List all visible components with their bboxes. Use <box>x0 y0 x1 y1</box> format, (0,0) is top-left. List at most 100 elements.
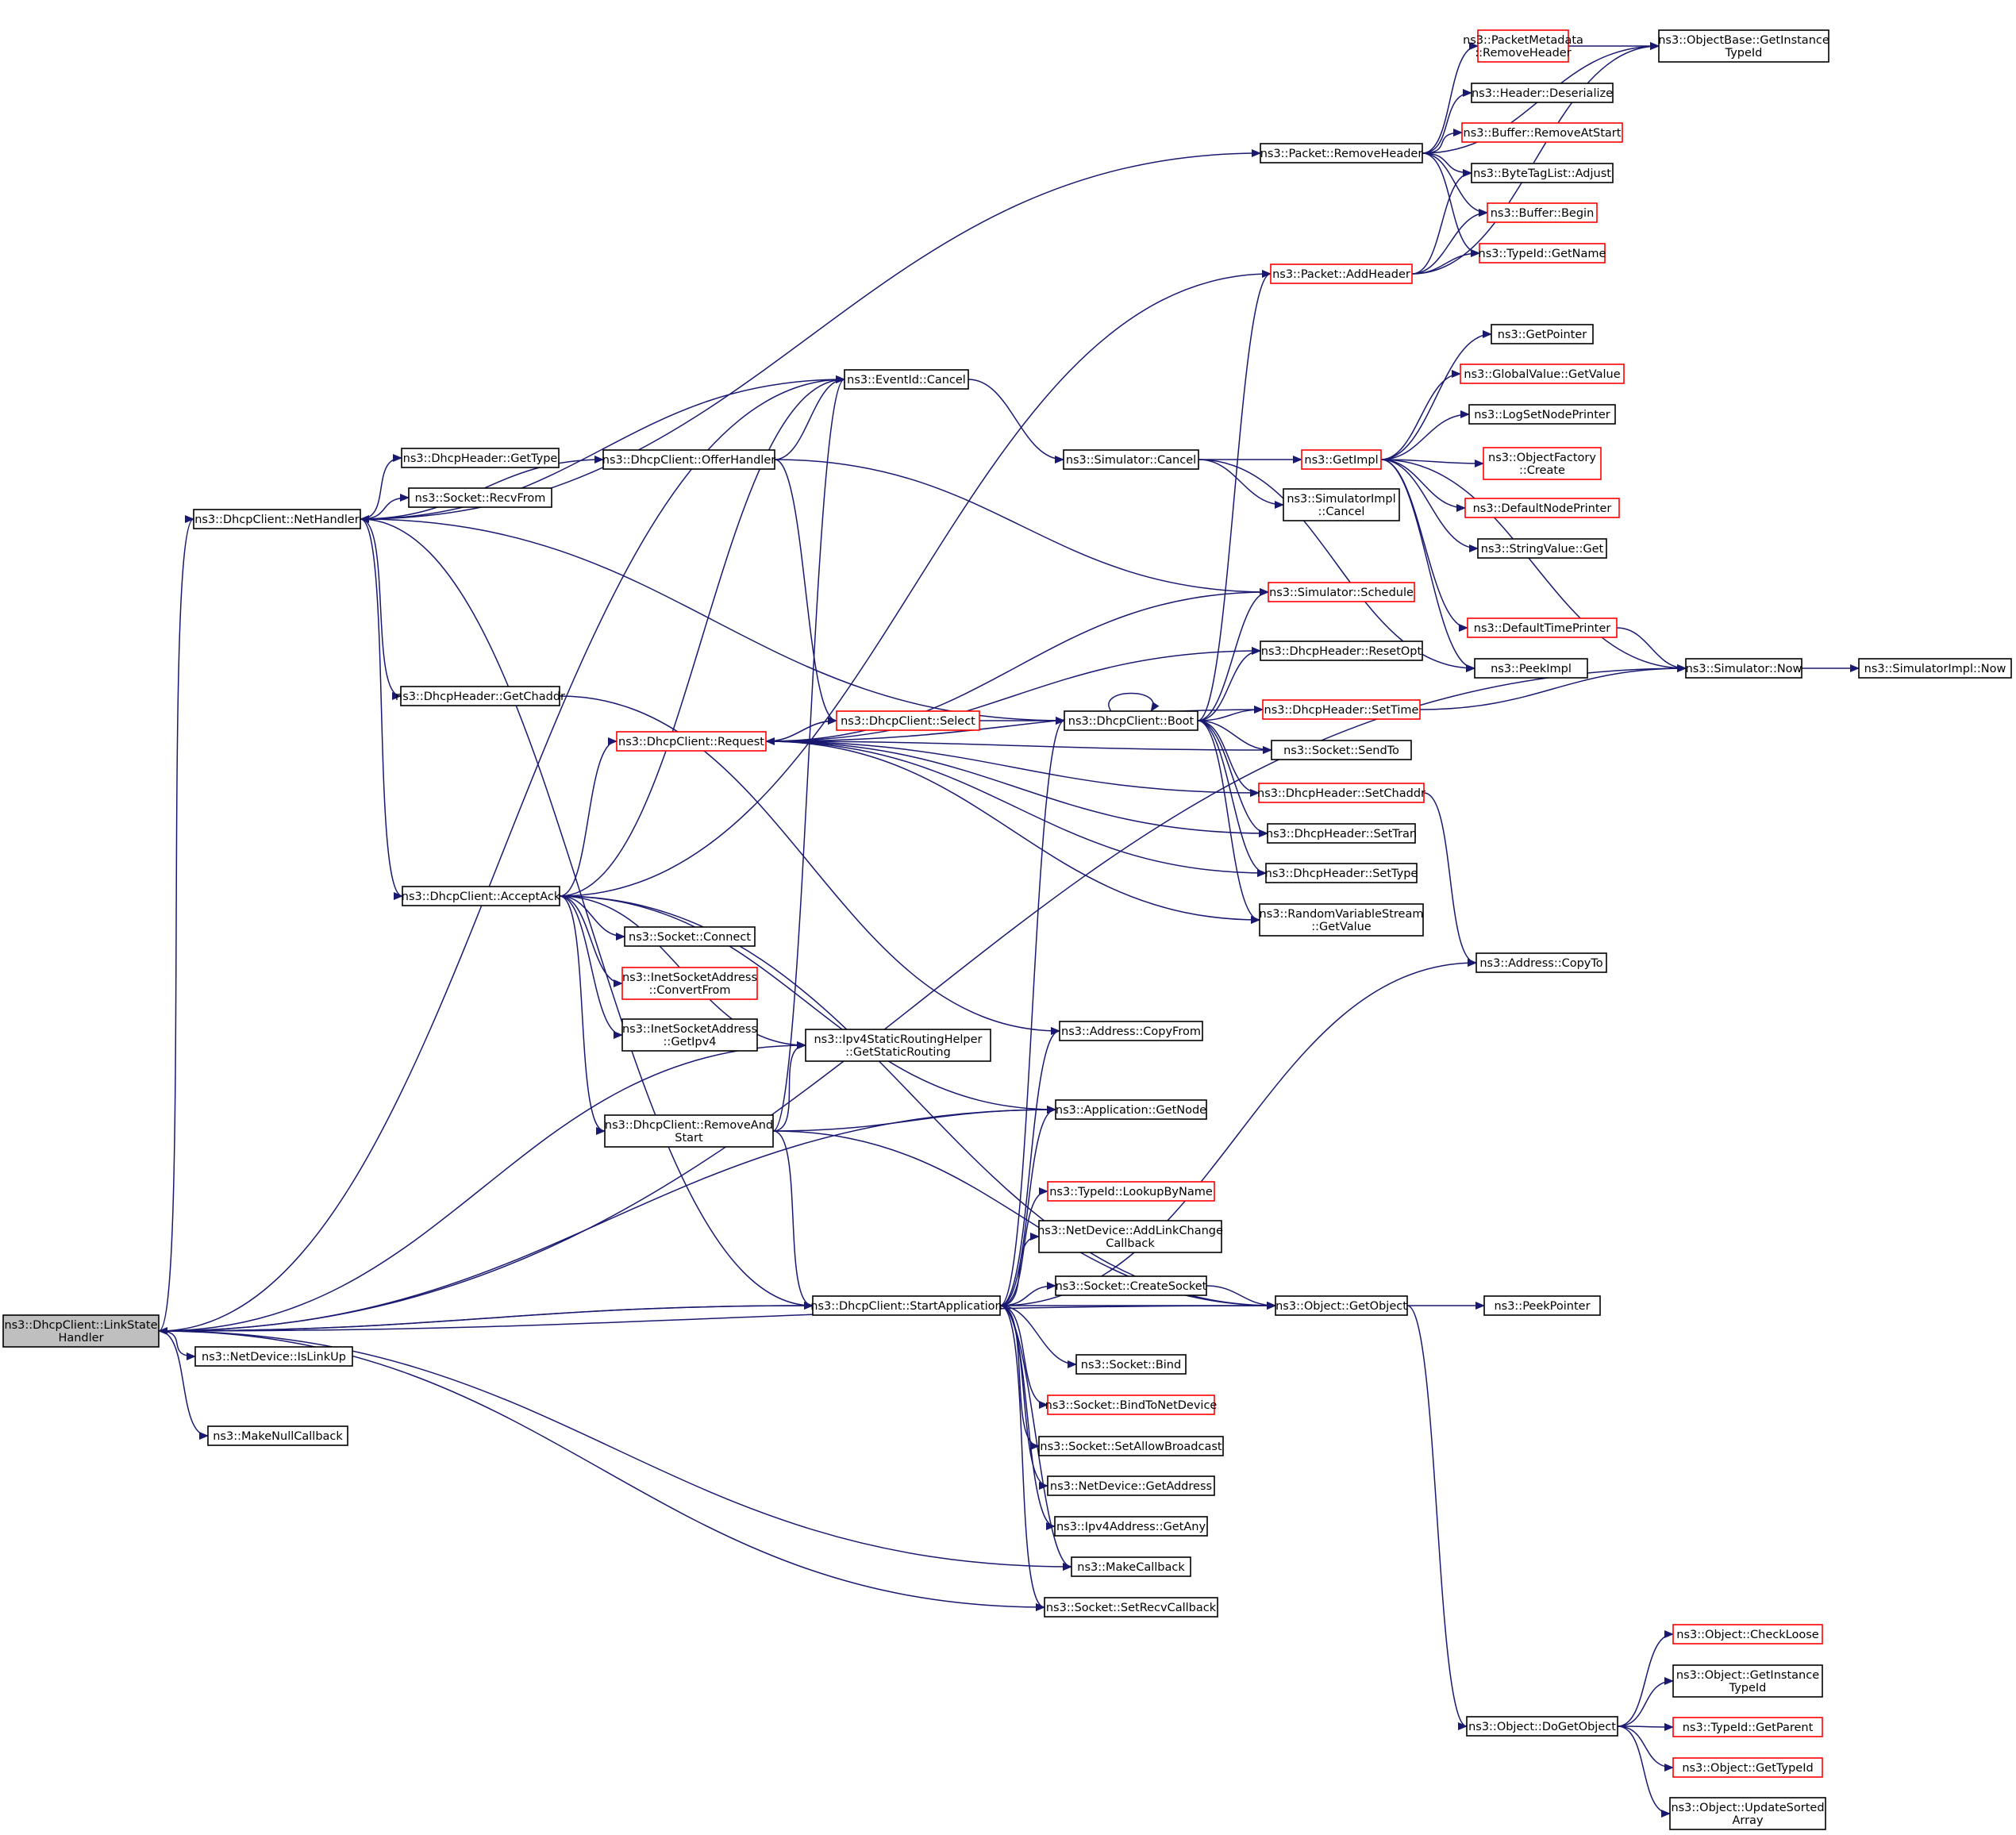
node-socket_bindtonet[interactable]: ns3::Socket::BindToNetDevice <box>1045 1395 1218 1415</box>
node-peekimpl[interactable]: ns3::PeekImpl <box>1474 658 1588 679</box>
node-startapp[interactable]: ns3::DhcpClient::StartApplication <box>810 1295 1002 1316</box>
node-dhcphdr_settype[interactable]: ns3::DhcpHeader::SetType <box>1265 863 1418 883</box>
node-objfactory_create[interactable]: ns3::ObjectFactory::Create <box>1483 447 1602 480</box>
node-pktmeta_removeheader[interactable]: ns3::PacketMetadata::RemoveHeader <box>1463 29 1583 63</box>
node-box <box>1038 1220 1222 1253</box>
node-getpointer[interactable]: ns3::GetPointer <box>1491 324 1594 344</box>
node-simimpl_now[interactable]: ns3::SimulatorImpl::Now <box>1858 658 2012 679</box>
node-sim_schedule[interactable]: ns3::Simulator::Schedule <box>1268 582 1415 602</box>
node-label: Callback <box>1106 1237 1155 1250</box>
node-socket_setrecvcb[interactable]: ns3::Socket::SetRecvCallback <box>1044 1597 1218 1618</box>
node-sim_now[interactable]: ns3::Simulator::Now <box>1685 658 1802 679</box>
node-socket_recvfrom[interactable]: ns3::Socket::RecvFrom <box>408 487 552 508</box>
node-box <box>1301 449 1382 470</box>
node-app_getnode[interactable]: ns3::Application::GetNode <box>1055 1099 1207 1120</box>
edge-boot-to-dhcphdr_resetopt <box>1197 647 1261 721</box>
node-typeid_getname[interactable]: ns3::TypeId::GetName <box>1479 243 1606 264</box>
node-dhcphdr_gettype[interactable]: ns3::DhcpHeader::GetType <box>401 448 560 468</box>
node-object_checkloose[interactable]: ns3::Object::CheckLoose <box>1672 1624 1823 1645</box>
node-label: ns3::DhcpClient::AcceptAck <box>402 891 561 903</box>
node-label: Start <box>675 1132 703 1144</box>
node-buffer_begin[interactable]: ns3::Buffer::Begin <box>1487 202 1598 223</box>
node-bytetaglist_adjust[interactable]: ns3::ByteTagList::Adjust <box>1471 163 1614 183</box>
node-socket_allowbc[interactable]: ns3::Socket::SetAllowBroadcast <box>1038 1436 1224 1456</box>
node-getimpl[interactable]: ns3::GetImpl <box>1301 449 1382 470</box>
node-ipv4addr_getany[interactable]: ns3::Ipv4Address::GetAny <box>1054 1516 1208 1537</box>
node-netdev_getaddr[interactable]: ns3::NetDevice::GetAddress <box>1047 1475 1215 1496</box>
node-object_gettypeid[interactable]: ns3::Object::GetTypeId <box>1672 1757 1823 1778</box>
node-eventid_cancel[interactable]: ns3::EventId::Cancel <box>844 369 969 390</box>
node-box <box>836 710 980 731</box>
node-label: ns3::MakeCallback <box>1077 1561 1185 1574</box>
node-netdev_islinkup[interactable]: ns3::NetDevice::IsLinkUp <box>194 1346 353 1367</box>
node-label: ns3::GlobalValue::GetValue <box>1464 368 1620 381</box>
node-buffer_removeatstart[interactable]: ns3::Buffer::RemoveAtStart <box>1461 122 1623 143</box>
node-header_deserialize[interactable]: ns3::Header::Deserialize <box>1471 83 1614 103</box>
node-sim_cancel[interactable]: ns3::Simulator::Cancel <box>1063 449 1199 470</box>
node-logsetnodeprinter[interactable]: ns3::LogSetNodePrinter <box>1468 404 1616 425</box>
node-defaulttimeprinter[interactable]: ns3::DefaultTimePrinter <box>1467 617 1618 638</box>
node-packet_addheader[interactable]: ns3::Packet::AddHeader <box>1270 264 1413 284</box>
node-dhcphdr_setchaddr[interactable]: ns3::DhcpHeader::SetChaddr <box>1257 783 1425 803</box>
node-box <box>621 1018 758 1052</box>
node-stringvalue_get[interactable]: ns3::StringValue::Get <box>1477 538 1607 559</box>
node-select[interactable]: ns3::DhcpClient::Select <box>836 710 980 731</box>
node-box <box>1468 404 1616 425</box>
node-inet_getipv4[interactable]: ns3::InetSocketAddress::GetIpv4 <box>621 1018 758 1052</box>
node-label: ns3::DhcpClient::Select <box>841 715 975 728</box>
node-label: ns3::Buffer::RemoveAtStart <box>1464 127 1622 140</box>
node-socket_bind[interactable]: ns3::Socket::Bind <box>1075 1354 1187 1375</box>
node-dhcphdr_settime[interactable]: ns3::DhcpHeader::SetTime <box>1262 699 1421 720</box>
node-socket_connect[interactable]: ns3::Socket::Connect <box>624 926 756 947</box>
edge-packet_removeheader-to-typeid_getname <box>1422 152 1480 257</box>
edge-boot-to-sim_schedule <box>1197 588 1269 721</box>
node-offerhandler[interactable]: ns3::DhcpClient::OfferHandler <box>602 449 775 470</box>
node-box <box>1271 740 1412 760</box>
node-addr_copyfrom[interactable]: ns3::Address::CopyFrom <box>1059 1021 1203 1041</box>
edge-startapp-to-socket_bindtonet <box>999 1305 1048 1409</box>
node-inet_convertfrom[interactable]: ns3::InetSocketAddress::ConvertFrom <box>621 967 758 1000</box>
edge-getimpl-to-peekimpl <box>1380 459 1475 672</box>
edge-linkstate-to-makecallback <box>158 1330 1072 1571</box>
edge-removeandstart-to-eventid_cancel <box>772 375 845 1132</box>
node-dhcphdr_settran[interactable]: ns3::DhcpHeader::SetTran <box>1266 823 1417 844</box>
node-ipv4static_get[interactable]: ns3::Ipv4StaticRoutingHelper::GetStaticR… <box>805 1029 991 1062</box>
node-typeid_getparent[interactable]: ns3::TypeId::GetParent <box>1672 1717 1823 1737</box>
edge-nethandler-to-dhcphdr_gettype <box>360 454 402 520</box>
node-makecallback[interactable]: ns3::MakeCallback <box>1071 1556 1191 1577</box>
node-object_getobject[interactable]: ns3::Object::GetObject <box>1275 1295 1408 1316</box>
node-label: ns3::DefaultTimePrinter <box>1474 622 1610 635</box>
node-addr_copyto[interactable]: ns3::Address::CopyTo <box>1475 952 1607 973</box>
node-request[interactable]: ns3::DhcpClient::Request <box>616 731 767 752</box>
node-dhcphdr_resetopt[interactable]: ns3::DhcpHeader::ResetOpt <box>1260 641 1423 661</box>
edge-removeandstart-to-app_getnode <box>772 1106 1056 1132</box>
node-makenullcb[interactable]: ns3::MakeNullCallback <box>207 1425 348 1446</box>
node-typeid_lookup[interactable]: ns3::TypeId::LookupByName <box>1047 1181 1215 1202</box>
node-box <box>1672 1664 1823 1698</box>
edge-dhcphdr_settime-to-sim_now <box>1419 664 1687 710</box>
node-rvs_getvalue[interactable]: ns3::RandomVariableStream::GetValue <box>1259 903 1424 937</box>
node-globalvalue_getvalue[interactable]: ns3::GlobalValue::GetValue <box>1460 364 1625 384</box>
node-box <box>1270 264 1413 284</box>
node-label: ns3::InetSocketAddress <box>622 1023 757 1036</box>
edge-getimpl-to-getpointer <box>1380 330 1492 460</box>
node-peekpointer[interactable]: ns3::PeekPointer <box>1483 1295 1601 1316</box>
node-label: ns3::NetDevice::IsLinkUp <box>202 1351 346 1364</box>
node-boot[interactable]: ns3::DhcpClient::Boot <box>1064 710 1198 731</box>
node-object_dogetobject[interactable]: ns3::Object::DoGetObject <box>1466 1716 1618 1737</box>
node-nethandler[interactable]: ns3::DhcpClient::NetHandler <box>193 509 361 529</box>
node-defaultnodeprinter[interactable]: ns3::DefaultNodePrinter <box>1464 498 1620 518</box>
node-socket_sendto[interactable]: ns3::Socket::SendTo <box>1271 740 1412 760</box>
node-socket_create[interactable]: ns3::Socket::CreateSocket <box>1055 1275 1207 1296</box>
node-packet_removeheader[interactable]: ns3::Packet::RemoveHeader <box>1260 143 1423 163</box>
node-simimpl_cancel[interactable]: ns3::SimulatorImpl::Cancel <box>1283 488 1400 521</box>
node-dhcphdr_getchaddr[interactable]: ns3::DhcpHeader::GetChaddr <box>395 686 565 706</box>
node-label: ns3::LogSetNodePrinter <box>1474 409 1610 421</box>
node-acceptack[interactable]: ns3::DhcpClient::AcceptAck <box>402 886 561 906</box>
